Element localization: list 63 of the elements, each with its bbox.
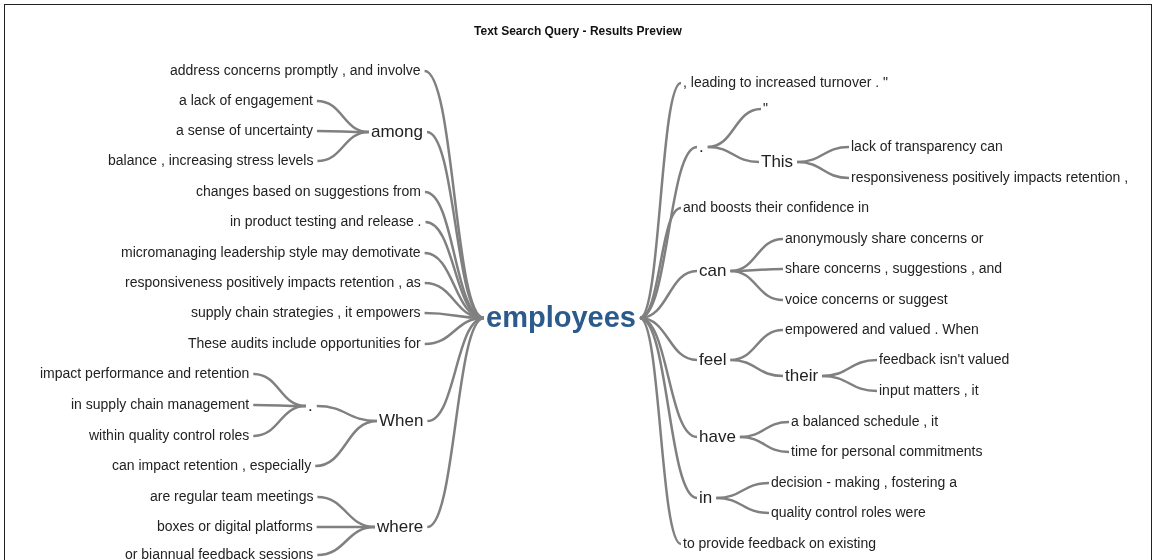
branch-line <box>739 435 790 454</box>
tree-phrase: where <box>377 515 424 537</box>
tree-phrase: , leading to increased turnover . " <box>683 73 888 91</box>
tree-phrase: This <box>761 150 794 172</box>
branch-line <box>253 404 307 438</box>
branch-line <box>639 316 698 500</box>
tree-phrase: " <box>763 99 768 117</box>
tree-phrase: a lack of engagement <box>179 91 313 109</box>
tree-phrase: voice concerns or suggest <box>785 290 948 308</box>
branch-line <box>639 82 682 319</box>
tree-phrase: responsiveness positively impacts retention , <box>851 168 1129 186</box>
branch-line <box>315 419 378 468</box>
tree-phrase: can <box>699 259 727 281</box>
tree-phrase: in supply chain management <box>71 395 250 413</box>
branch-line <box>317 130 370 163</box>
tree-phrase: quality control roles were <box>771 503 926 521</box>
tree-phrase: are regular team meetings <box>150 487 314 505</box>
branch-line <box>730 358 784 378</box>
branch-line <box>639 317 682 545</box>
tree-phrase: their <box>785 364 819 386</box>
tree-phrase: responsiveness positively impacts retention , as <box>125 273 421 291</box>
tree-phrase: micromanaging leadership style may demotivate <box>121 243 421 261</box>
tree-phrase: time for personal commitments <box>791 442 983 460</box>
tree-phrase: supply chain strategies , it empowers <box>191 303 421 321</box>
branch-line <box>797 160 850 180</box>
branch-line <box>317 525 376 557</box>
tree-phrase: anonymously share concerns or <box>785 229 984 247</box>
tree-phrase: share concerns , suggestions , and <box>785 259 1003 277</box>
tree-phrase: can impact retention , especially <box>112 456 312 474</box>
branch-line <box>639 206 682 320</box>
tree-phrase: impact performance and retention <box>40 364 250 382</box>
tree-phrase: among <box>371 120 423 142</box>
tree-phrase: balance , increasing stress levels <box>108 151 314 169</box>
branch-line <box>426 316 485 529</box>
tree-phrase: These audits include opportunities for <box>188 334 421 352</box>
branch-line <box>639 269 698 320</box>
tree-phrase: lack of transparency can <box>851 137 1003 155</box>
tree-phrase: or biannual feedback sessions <box>125 545 314 560</box>
tree-phrase: decision - making , fostering a <box>771 473 957 491</box>
tree-phrase: When <box>379 409 424 431</box>
root-word: employees <box>486 299 636 335</box>
tree-phrase: to provide feedback on existing <box>683 534 876 552</box>
tree-phrase: . <box>308 394 313 416</box>
tree-phrase: input matters , it <box>879 381 979 399</box>
tree-phrase: a balanced schedule , it <box>791 412 939 430</box>
tree-phrase: feedback isn't valued <box>879 350 1010 368</box>
tree-phrase: address concerns promptly , and involve <box>170 61 421 79</box>
tree-phrase: have <box>699 425 736 447</box>
tree-phrase: feel <box>699 348 727 370</box>
branch-line <box>707 145 760 164</box>
tree-phrase: in product testing and release . <box>230 212 422 230</box>
tree-phrase: a sense of uncertainty <box>176 121 313 139</box>
tree-phrase: boxes or digital platforms <box>157 517 313 535</box>
branch-line <box>716 496 770 515</box>
tree-phrase: in <box>699 486 713 508</box>
title: Text Search Query - Results Preview <box>473 24 683 38</box>
tree-phrase: changes based on suggestions from <box>196 182 421 200</box>
tree-phrase: and boosts their confidence in <box>683 198 869 216</box>
tree-phrase: empowered and valued . When <box>785 320 979 338</box>
branch-line <box>730 269 784 302</box>
tree-phrase: . <box>699 135 704 157</box>
branch-line <box>822 374 878 393</box>
tree-phrase: within quality control roles <box>89 426 250 444</box>
